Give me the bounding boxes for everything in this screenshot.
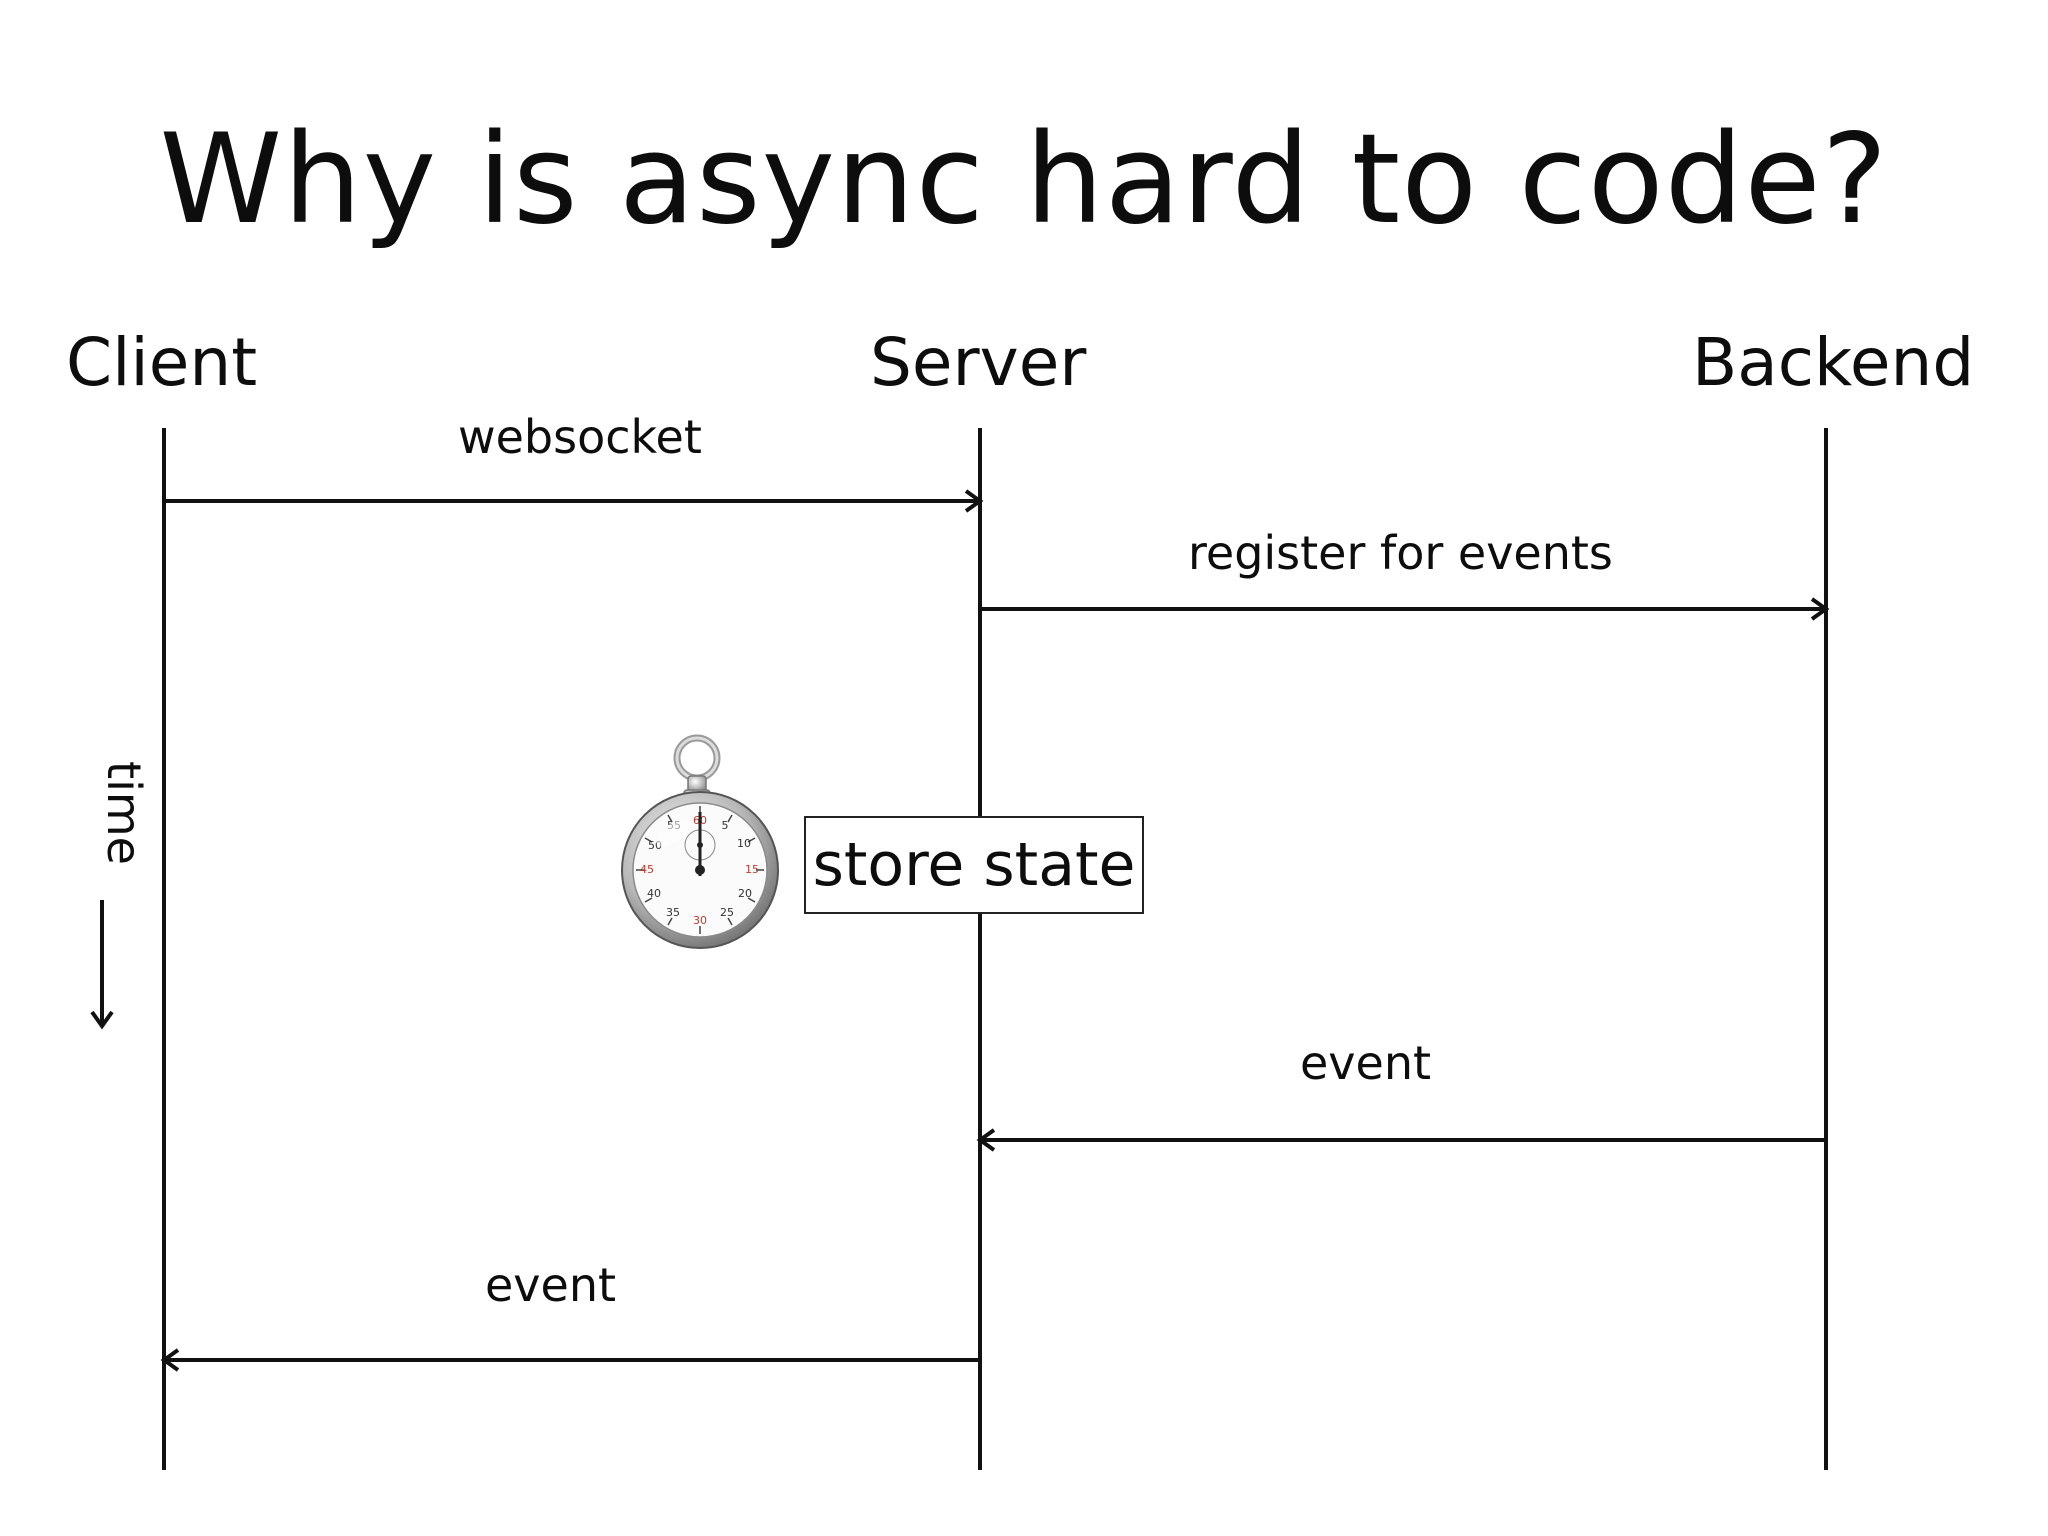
actor-client-label: Client bbox=[66, 324, 258, 401]
message-arrow-event-to-client bbox=[160, 1348, 980, 1372]
time-axis-label: time bbox=[96, 761, 151, 865]
message-arrow-event-to-server bbox=[976, 1128, 1826, 1152]
svg-text:10: 10 bbox=[737, 837, 751, 850]
stopwatch-icon: 60 5 10 15 20 25 30 35 40 45 50 55 bbox=[621, 734, 779, 949]
message-label-register: register for events bbox=[1188, 526, 1613, 580]
message-label-event-to-server: event bbox=[1300, 1036, 1432, 1090]
svg-text:15: 15 bbox=[745, 863, 759, 876]
store-state-note: store state bbox=[804, 816, 1144, 914]
svg-text:25: 25 bbox=[720, 906, 734, 919]
svg-text:40: 40 bbox=[647, 887, 661, 900]
svg-text:35: 35 bbox=[666, 906, 680, 919]
message-label-event-to-client: event bbox=[485, 1258, 617, 1312]
actor-server-label: Server bbox=[870, 324, 1087, 401]
svg-text:20: 20 bbox=[738, 887, 752, 900]
svg-text:30: 30 bbox=[693, 914, 707, 927]
message-arrow-register bbox=[980, 597, 1830, 621]
arrow-down-icon bbox=[90, 900, 114, 1030]
svg-text:5: 5 bbox=[722, 819, 729, 832]
slide-title: Why is async hard to code? bbox=[159, 108, 1889, 252]
message-label-websocket: websocket bbox=[458, 410, 702, 464]
message-arrow-websocket bbox=[164, 489, 984, 513]
svg-text:45: 45 bbox=[640, 863, 654, 876]
actor-backend-label: Backend bbox=[1692, 324, 1975, 401]
